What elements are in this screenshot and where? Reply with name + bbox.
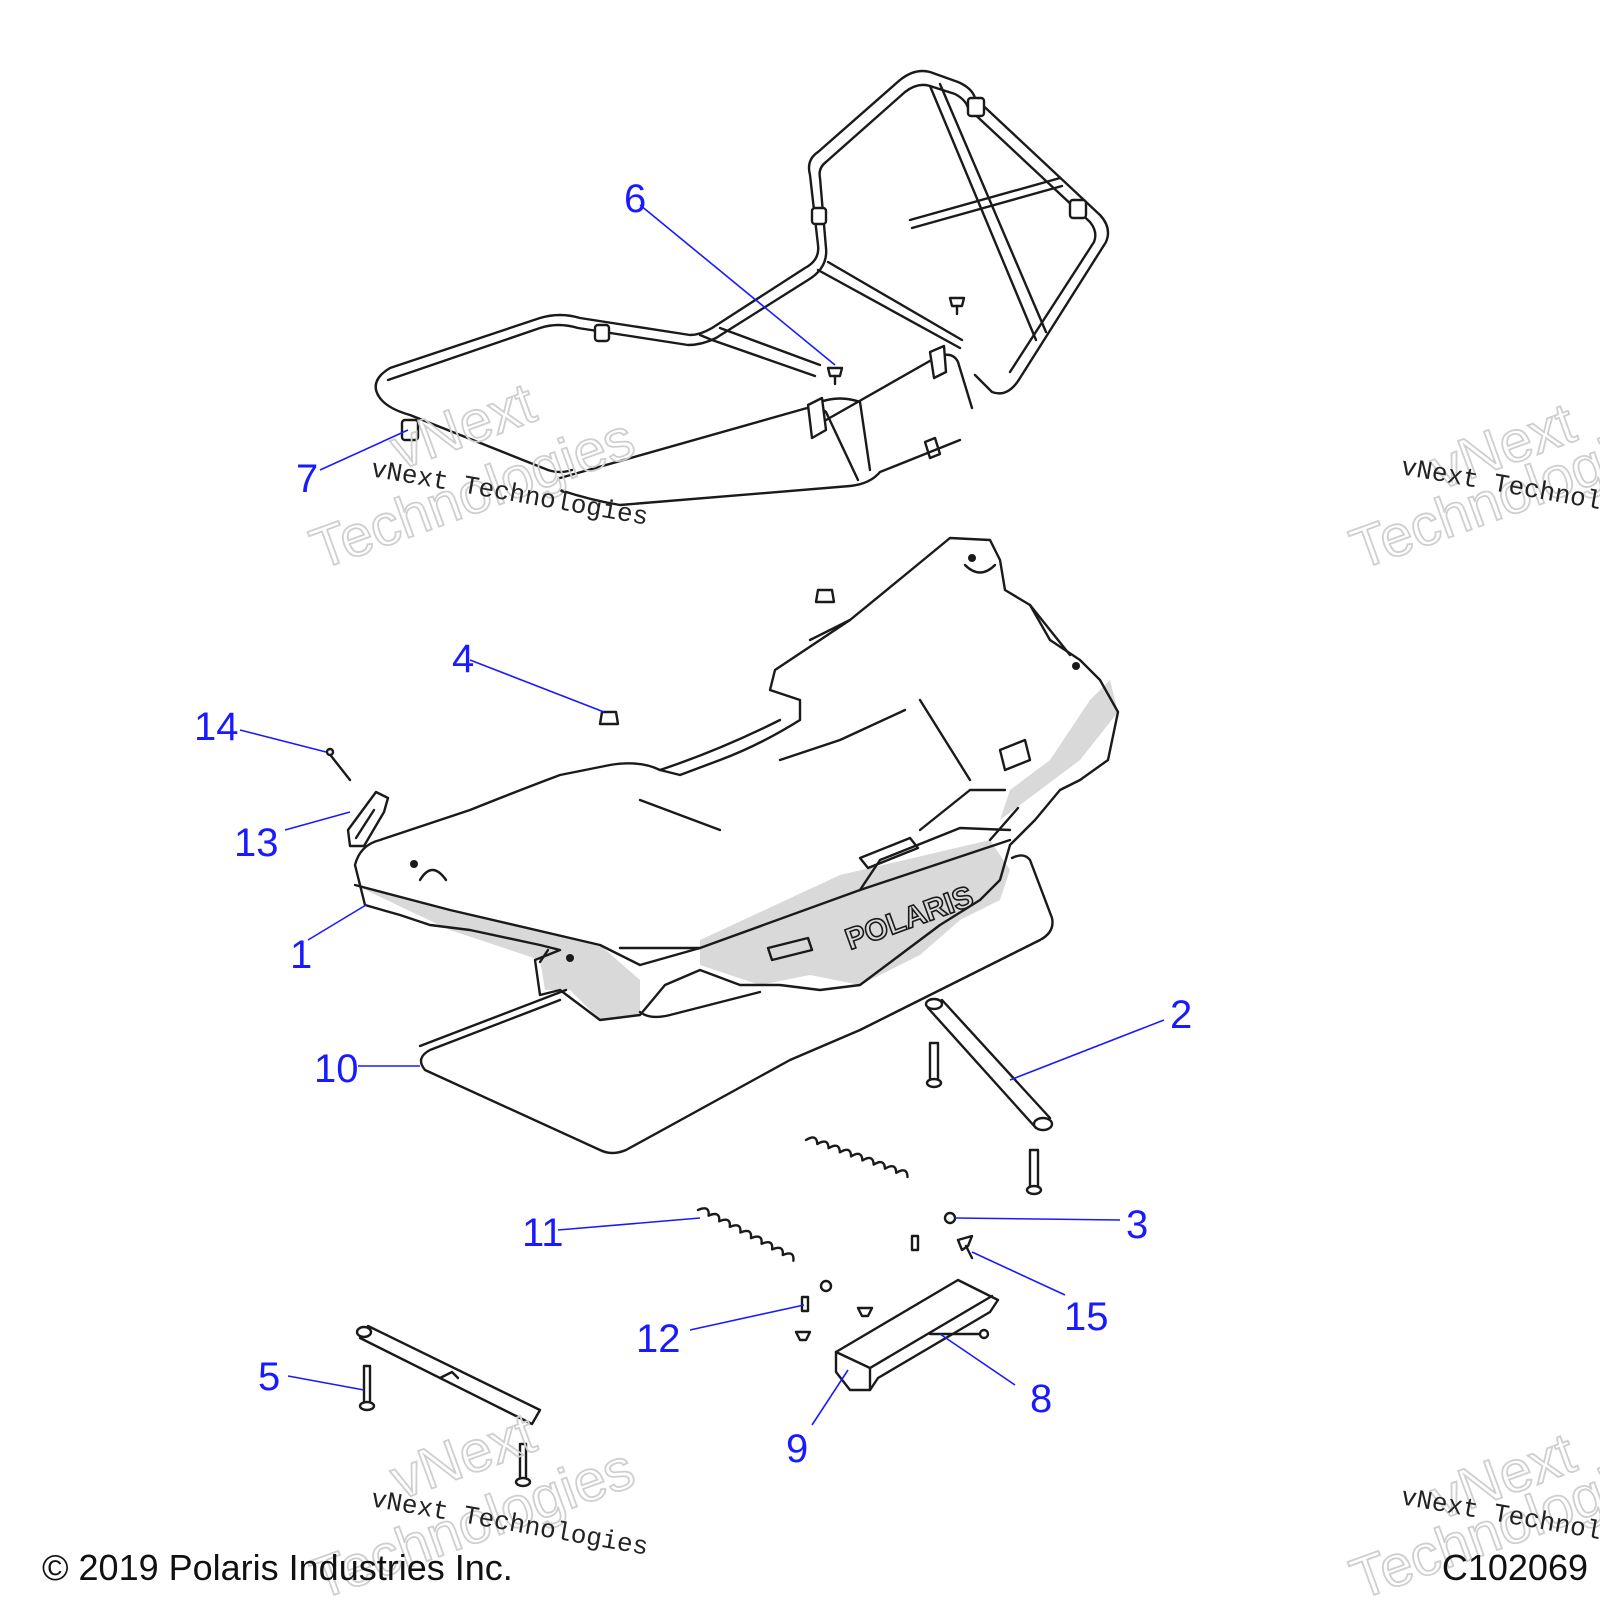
callout-15: 15 (1064, 1295, 1109, 1339)
watermark-top-right: vNext Technologies vNext Technologies (1341, 390, 1600, 584)
callout-11: 11 (522, 1211, 564, 1255)
callout-3: 3 (1126, 1203, 1148, 1247)
callout-8: 8 (1030, 1377, 1052, 1421)
callout-7: 7 (296, 457, 318, 501)
callout-6: 6 (624, 177, 646, 221)
front-cab: POLARIS (353, 536, 1120, 1022)
callout-10: 10 (314, 1047, 359, 1091)
lower-pivot-tube (355, 1324, 542, 1488)
grommet (598, 588, 836, 726)
callout-13: 13 (234, 821, 279, 865)
callout-4: 4 (452, 637, 474, 681)
spring (696, 1136, 909, 1262)
seal-loop (418, 854, 1054, 1155)
callout-5: 5 (258, 1355, 280, 1399)
pivot-tube (924, 997, 1054, 1196)
copyright-text: © 2019 Polaris Industries Inc. (42, 1547, 513, 1588)
callouts: 1 2 3 4 5 6 7 8 9 10 11 12 13 14 15 (194, 177, 1192, 1471)
leader-lines (239, 204, 1165, 1426)
callout-1: 1 (290, 933, 312, 977)
watermark-top-left: vNext Technologies vNext Technologies (301, 370, 650, 584)
callout-12: 12 (636, 1317, 681, 1361)
diagram-code: C102069 (1442, 1547, 1588, 1588)
callout-2: 2 (1170, 993, 1192, 1037)
rack-frame (374, 69, 1110, 507)
callout-14: 14 (194, 705, 239, 749)
latch-bracket (834, 1278, 1000, 1392)
callout-9: 9 (786, 1427, 808, 1471)
side-latch (325, 747, 390, 848)
rack-bolt (826, 296, 966, 386)
small-fasteners (794, 1211, 974, 1342)
